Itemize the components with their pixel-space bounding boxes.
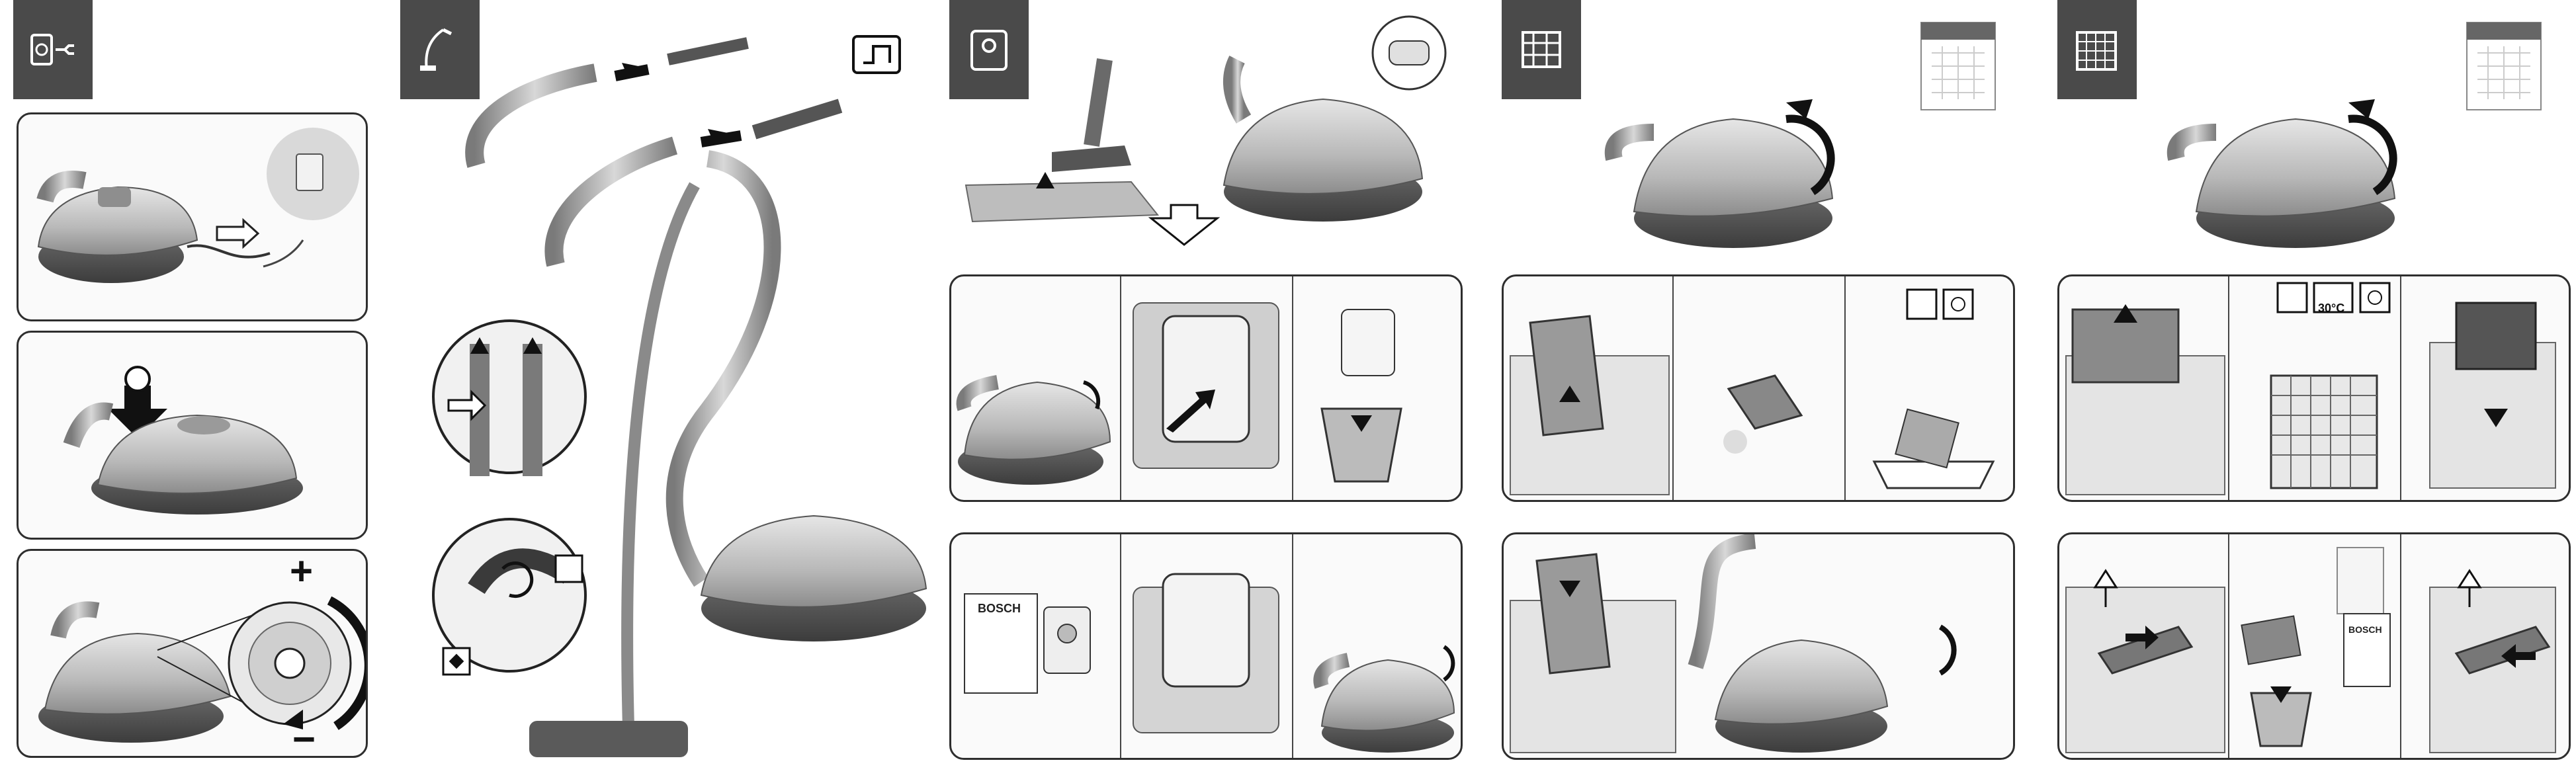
temperature-label: 30°C	[2318, 302, 2344, 315]
divider	[1292, 276, 1293, 500]
remove-filter-illustration	[1504, 276, 2013, 500]
new-bag-illustration	[951, 534, 1461, 758]
open-vacuum-illustration-5	[2163, 20, 2428, 265]
vacuum-with-cord-illustration	[19, 114, 366, 319]
exhaust-filter-washing-illustration	[2059, 276, 2569, 500]
motor-filter-icon	[1515, 23, 1568, 76]
open-vacuum-illustration-4	[1601, 20, 1866, 265]
panel1-tab	[13, 0, 93, 99]
step-unwind-cord	[17, 112, 368, 321]
vacuum-power-button-illustration	[19, 333, 366, 538]
exhaust-filter-replace-illustration	[2059, 534, 2569, 758]
divider	[1672, 276, 1674, 500]
divider	[1844, 276, 1846, 500]
divider	[1120, 276, 1121, 500]
divider	[2228, 534, 2229, 758]
step-replace-bag-insert: BOSCH	[949, 532, 1463, 760]
reinsert-filter-illustration	[1504, 534, 2013, 758]
divider	[2400, 276, 2401, 500]
panel4-tab	[1502, 0, 1581, 99]
step-insert-motor-filter	[1502, 532, 2015, 760]
calendar-icon	[2464, 20, 2544, 112]
divider	[1120, 534, 1121, 758]
step-switch-on	[17, 331, 368, 540]
open-lid-illustration	[951, 276, 1461, 500]
divider	[2228, 276, 2229, 500]
step-replace-exhaust-filter: BOSCH	[2057, 532, 2571, 760]
divider	[2400, 534, 2401, 758]
step-clean-motor-filter	[1502, 274, 2015, 502]
exhaust-filter-icon	[2071, 23, 2124, 76]
step-replace-bag-open	[949, 274, 1463, 502]
calendar-icon	[1918, 20, 1998, 112]
hose-assembly-illustration	[423, 13, 953, 774]
panel5-tab	[2057, 0, 2137, 99]
divider	[1292, 534, 1293, 758]
bag-brand-label: BOSCH	[978, 602, 1021, 616]
box-brand-label: BOSCH	[2348, 624, 2382, 635]
plus-sign: +	[290, 549, 313, 594]
minus-sign: −	[292, 716, 316, 758]
nozzle-carpet-illustration	[959, 13, 1462, 265]
plug-socket-icon	[26, 23, 79, 76]
step-adjust-power: + −	[17, 549, 368, 758]
step-wash-exhaust-filter: 30°C	[2057, 274, 2571, 502]
